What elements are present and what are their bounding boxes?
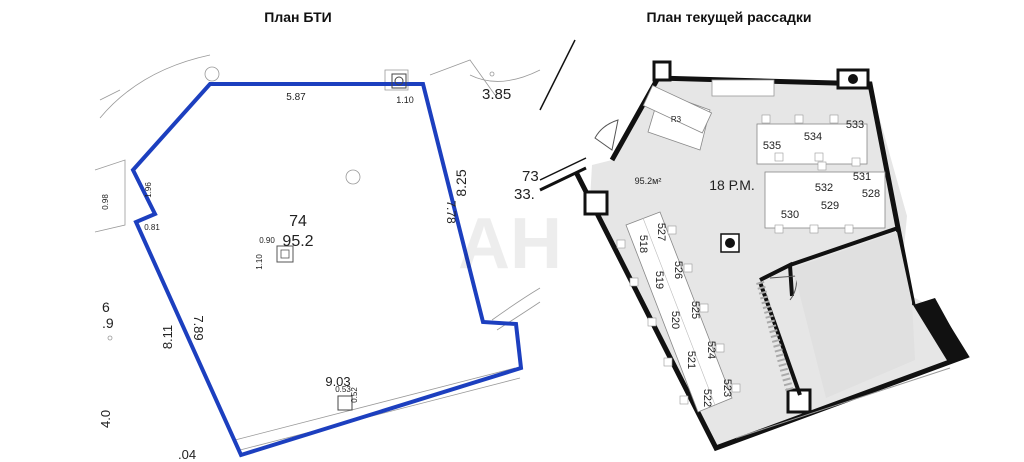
bti-dim-left-a: 8.11 <box>160 325 175 349</box>
seating-plan: План текущей рассадки R3 <box>539 9 970 452</box>
bti-dim-top-small: 1.10 <box>396 95 414 105</box>
bti-dim-column-h: 1.10 <box>255 254 264 270</box>
bti-neighbor-left-c: 4.0 <box>98 410 113 428</box>
bti-dim-column-w: 0.90 <box>259 236 275 245</box>
desk-519: 519 <box>653 271 665 289</box>
bti-dim-notch-a: 1.96 <box>144 182 153 198</box>
bti-bottom-niche <box>337 395 353 411</box>
desk-524: 524 <box>705 341 717 359</box>
seating-office-floor <box>793 232 915 398</box>
seating-desk-bank: 518 519 520 521 522 527 526 525 524 523 <box>616 211 741 413</box>
bti-neighbor-bottom-left: .04 <box>178 447 196 462</box>
bti-column <box>276 245 294 263</box>
desk-525: 525 <box>689 301 701 319</box>
desk-529: 529 <box>821 200 839 212</box>
desk-535: 535 <box>763 140 781 152</box>
seating-column-top-left <box>652 60 672 82</box>
seating-central-column <box>720 233 740 253</box>
bti-neighbor-area: 33. <box>514 186 535 203</box>
desk-534: 534 <box>804 131 822 143</box>
bti-room-area: 95.2 <box>282 233 313 250</box>
bti-room-outline <box>130 82 524 458</box>
bti-dim-right-upper: 8.25 <box>453 169 469 196</box>
desk-528: 528 <box>862 188 880 200</box>
seating-window-line <box>735 367 951 439</box>
bti-neighbor-left-b: .9 <box>102 315 114 331</box>
bti-dim-bottom-small-a: 0.53 <box>335 385 351 394</box>
bti-top-niche <box>391 73 407 89</box>
desk-531: 531 <box>853 171 871 183</box>
desk-530: 530 <box>781 209 799 221</box>
bti-dim-right-inner: 7.78 <box>444 200 458 224</box>
seating-office-partition <box>789 225 915 306</box>
seating-room-label: R3 <box>671 115 682 124</box>
seating-area: 95.2м² <box>635 176 662 186</box>
seating-column-left <box>583 190 609 216</box>
desk-526: 526 <box>672 261 684 279</box>
seating-cabinet <box>711 79 775 97</box>
bti-room-number: 74 <box>289 213 307 230</box>
bti-plan-title: План БТИ <box>264 9 331 25</box>
seating-desk-cluster-middle: 532 531 530 529 528 <box>764 157 886 234</box>
watermark: АН <box>458 204 562 284</box>
bti-dim-left-b: 7.89 <box>191 315 206 340</box>
desk-522: 522 <box>701 389 713 407</box>
desk-532: 532 <box>815 182 833 194</box>
bti-dim-notch-b: 0.98 <box>101 194 110 210</box>
bti-neighbor-left-a: 6 <box>102 299 110 315</box>
bti-dim-bottom: 9.03 <box>325 374 350 389</box>
bti-neighbor-room: 73 <box>522 168 539 185</box>
seating-plan-title: План текущей рассадки <box>647 9 812 25</box>
desk-518: 518 <box>637 235 649 253</box>
bti-dim-notch-c: 0.81 <box>144 223 160 232</box>
bti-plan: План БТИ <box>94 9 562 462</box>
seating-desk-cluster-top: 535 534 533 <box>756 114 868 165</box>
desk-521: 521 <box>685 351 697 369</box>
bti-dim-top: 5.87 <box>286 92 306 103</box>
desk-520: 520 <box>669 311 681 329</box>
seating-riser-icon <box>848 74 858 84</box>
seating-reception-desk: R3 <box>642 84 713 151</box>
bti-context-lines <box>94 54 541 451</box>
seating-office-left-wall <box>758 281 802 396</box>
desk-523: 523 <box>721 379 733 397</box>
seating-office-wall <box>759 261 794 297</box>
seating-entry-doors <box>539 39 619 192</box>
seating-workplaces: 18 Р.М. <box>709 177 755 193</box>
seating-glass-partition <box>756 280 794 394</box>
bti-neighbor-top-right: 3.85 <box>482 86 511 103</box>
seating-pillar-right <box>913 298 968 362</box>
desk-527: 527 <box>655 223 667 241</box>
desk-533: 533 <box>846 119 864 131</box>
bti-dim-bottom-small-b: 0.52 <box>350 387 359 403</box>
